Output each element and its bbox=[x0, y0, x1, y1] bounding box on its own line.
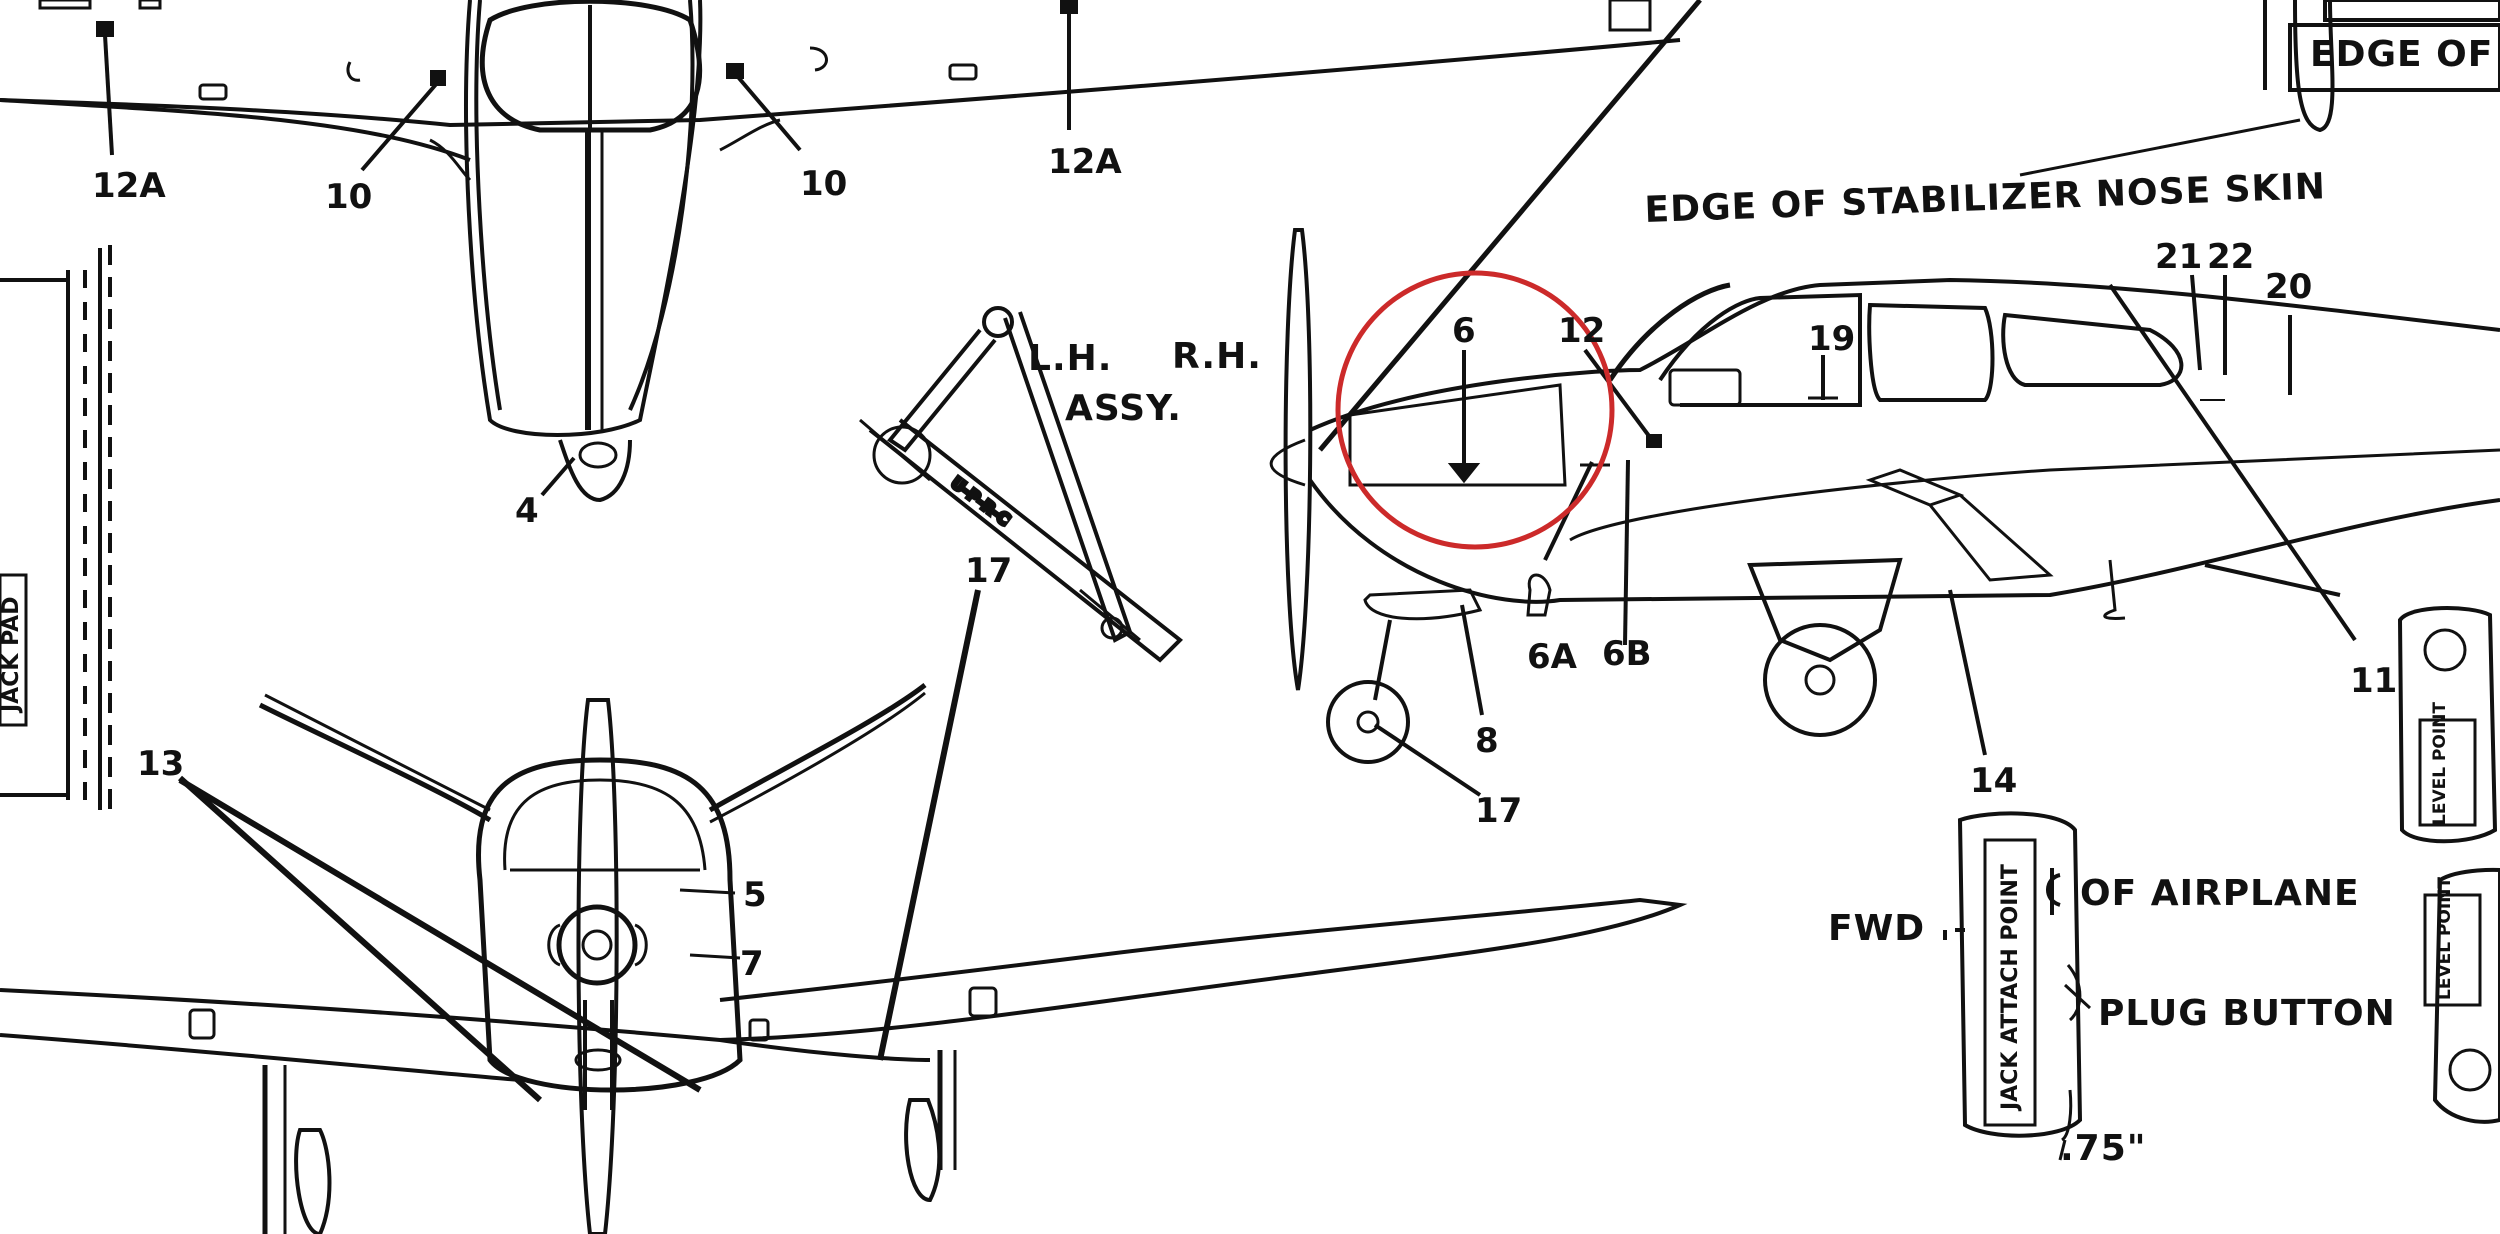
top-view-fuselage bbox=[0, 0, 1681, 503]
callout-19: 19 bbox=[1808, 319, 1855, 359]
highlight-circle bbox=[1335, 270, 1615, 550]
caption-lh: L.H. bbox=[1028, 338, 1112, 379]
front-view-leaders-5-7 bbox=[679, 888, 741, 960]
caption-plug-button: PLUG BUTTON bbox=[2098, 993, 2396, 1034]
caption-jack-pad: JACK PAD bbox=[0, 597, 24, 714]
caption-assy: ASSY. bbox=[1065, 388, 1182, 429]
callout-12: 12 bbox=[1558, 311, 1605, 351]
callout-5: 5 bbox=[743, 875, 767, 915]
callout-6: 6 bbox=[1452, 311, 1476, 351]
side-view-leaders bbox=[1373, 274, 2357, 797]
callout-13: 13 bbox=[137, 744, 184, 784]
callout-14: 14 bbox=[1970, 761, 2017, 801]
caption-rh: R.H. bbox=[1172, 336, 1262, 377]
centerline-symbol bbox=[2046, 868, 2061, 915]
callout-17-right: 17 bbox=[1475, 791, 1522, 831]
callout-21: 21 bbox=[2155, 237, 2202, 277]
callout-7: 7 bbox=[740, 944, 764, 984]
callout-10-right: 10 bbox=[800, 164, 847, 204]
top-view-leaders bbox=[96, 0, 1078, 497]
callout-20: 20 bbox=[2265, 267, 2312, 307]
front-view-airplane bbox=[0, 683, 1688, 1234]
callout-12a-left: 12A bbox=[92, 166, 166, 206]
callout-13-leaders bbox=[177, 589, 981, 1103]
callout-8: 8 bbox=[1475, 721, 1499, 761]
caption-level-point-1: LEVEL POINT bbox=[2430, 702, 2450, 825]
caption-level-point-2: LEVEL POINT bbox=[2435, 877, 2455, 1000]
callout-22: 22 bbox=[2207, 237, 2254, 277]
caption-fwd: FWD bbox=[1828, 908, 1925, 949]
side-view-diagonal bbox=[1318, 0, 1702, 452]
callout-6b: 6B bbox=[1602, 634, 1652, 674]
callout-12a-center: 12A bbox=[1048, 142, 1122, 182]
jack-attach-panel bbox=[1943, 811, 2092, 1161]
callout-6a: 6A bbox=[1527, 637, 1578, 677]
callout-11: 11 bbox=[2350, 661, 2397, 701]
caption-jack-attach-point: JACK ATTACH POINT bbox=[1998, 864, 2023, 1112]
callout-4: 4 bbox=[515, 491, 539, 531]
callout-17-left: 17 bbox=[965, 551, 1012, 591]
jack-pad-panel bbox=[0, 245, 112, 810]
callout-labels: 12A 10 10 12A 4 13 5 7 17 6 12 19 21 22 … bbox=[92, 142, 2397, 984]
side-view-airplane bbox=[1269, 0, 2500, 764]
callout-10-left: 10 bbox=[325, 177, 372, 217]
caption-edge-of: EDGE OF bbox=[2310, 34, 2493, 75]
caption-of-airplane: OF AIRPLANE bbox=[2080, 873, 2360, 914]
caption-dim-75: .75" bbox=[2060, 1128, 2147, 1169]
